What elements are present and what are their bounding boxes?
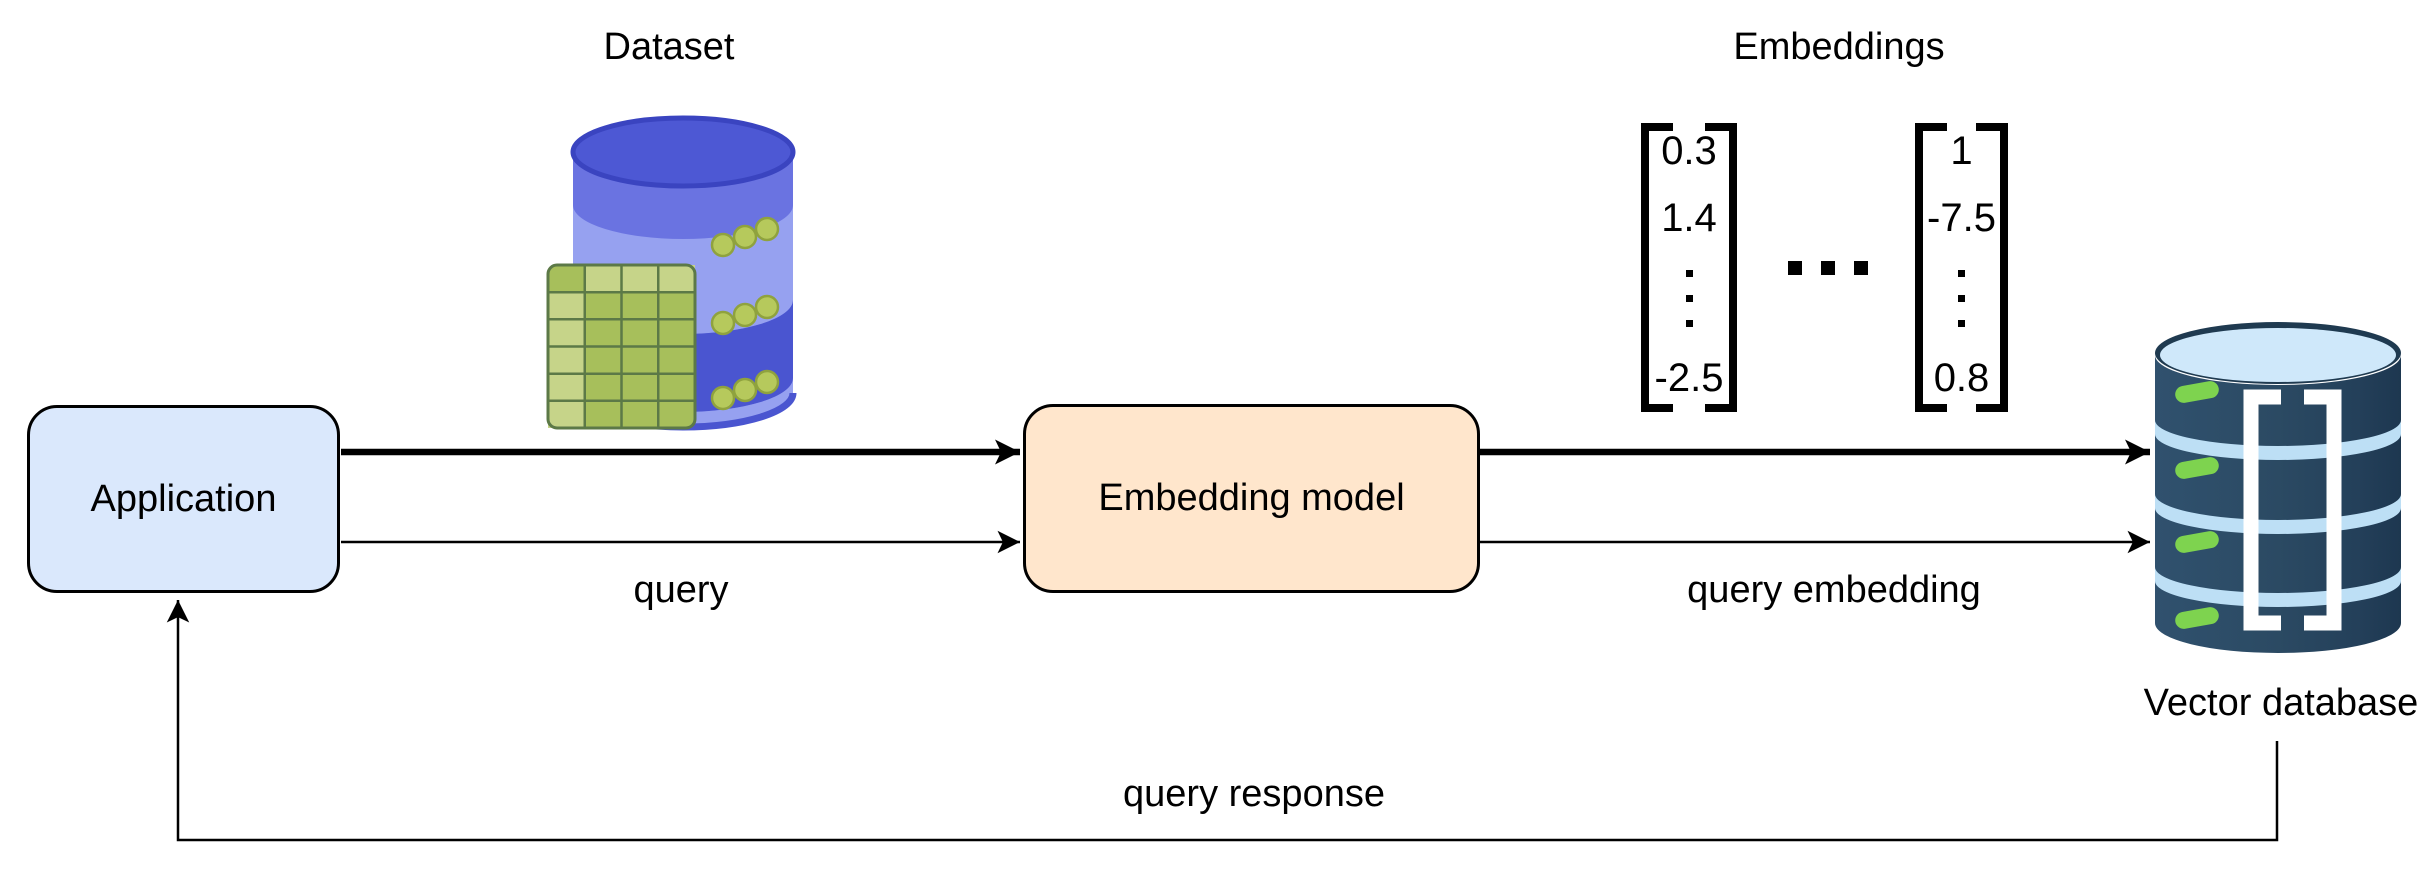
vector-db-cylinder	[2155, 322, 2401, 653]
application-node-label: Application	[90, 477, 277, 520]
vector-database-label: Vector database	[2143, 682, 2419, 724]
embedding-vector-1: 0.3 1.4 -2.5	[1641, 123, 1737, 412]
right-bracket-icon	[1705, 123, 1737, 412]
dataset-database-icon	[546, 115, 797, 431]
vector-value: 0.3	[1661, 129, 1717, 173]
right-bracket-icon	[1976, 123, 2008, 412]
vector-value: 1	[1950, 129, 1973, 173]
vertical-ellipsis-icon	[1685, 266, 1693, 331]
query-edge-label: query	[633, 569, 729, 611]
dataset-table-icon	[546, 263, 697, 430]
embedding-vector-2: 1 -7.5 0.8	[1915, 123, 2008, 412]
vector-value: 1.4	[1661, 196, 1717, 241]
vertical-ellipsis-icon	[1958, 266, 1965, 331]
query-embedding-edge-label: query embedding	[1687, 569, 1981, 611]
vector-value: -7.5	[1927, 196, 1996, 241]
left-bracket-icon	[1641, 123, 1673, 412]
vector-db-led-dashes	[2175, 381, 2219, 629]
embeddings-label: Embeddings	[1733, 26, 1945, 68]
left-bracket-icon	[1915, 123, 1947, 412]
application-node: Application	[27, 405, 340, 593]
dataset-label: Dataset	[603, 26, 735, 68]
embedding-model-node: Embedding model	[1023, 404, 1480, 593]
vector-database-icon	[2155, 322, 2401, 653]
embedding-model-node-label: Embedding model	[1098, 477, 1405, 519]
horizontal-ellipsis-icon	[1788, 261, 1868, 275]
vector-brackets-icon	[2243, 389, 2342, 631]
edge-query-response	[166, 600, 2279, 842]
query-response-edge-label: query response	[1123, 773, 1385, 815]
dataset-record-dots	[710, 216, 780, 411]
vector-value: 0.8	[1933, 355, 1990, 400]
vector-value: -2.5	[1654, 355, 1724, 400]
